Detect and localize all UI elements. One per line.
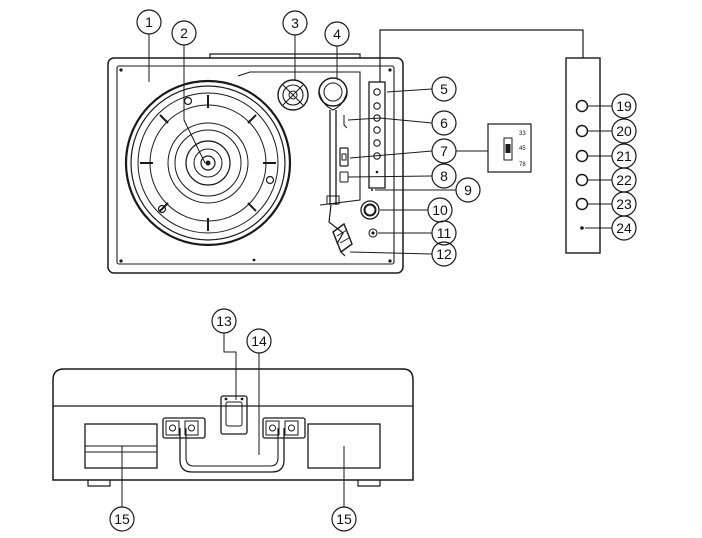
callout-8: 8 [431,163,457,189]
turntable-top-view [107,53,404,274]
svg-text:14: 14 [251,333,267,349]
svg-text:23: 23 [616,196,632,212]
callout-22: 22 [611,167,637,193]
carry-handle [179,428,285,473]
platter [124,79,292,247]
speed-option-45: 45 [519,146,526,152]
callout-4: 4 [324,21,350,47]
leader-lines [121,34,612,507]
svg-text:7: 7 [440,143,448,159]
callout-5: 5 [431,76,457,102]
cartridge [332,222,353,257]
callout-23: 23 [611,191,637,217]
speed-option-33: 33 [519,131,526,137]
callout-1: 1 [136,9,162,35]
adapter-holder [277,79,309,111]
svg-text:8: 8 [440,168,448,184]
callout-19: 19 [611,93,637,119]
volume-knob [360,200,380,220]
callout-12: 12 [431,241,457,267]
svg-text:5: 5 [440,81,448,97]
speaker-left [84,423,158,469]
svg-text:11: 11 [437,225,452,241]
svg-text:19: 19 [616,98,632,114]
callout-24: 24 [611,215,637,241]
case-latch [220,395,248,435]
svg-text:15: 15 [336,511,352,527]
svg-text:10: 10 [432,202,448,218]
callout-13: 13 [211,308,237,334]
svg-text:12: 12 [436,246,452,262]
speed-option-78: 78 [519,162,526,168]
power-indicator [368,228,378,238]
callouts: 1 2 3 4 5 6 7 8 9 10 11 12 13 14 15 15 1… [109,9,637,532]
callout-21: 21 [611,143,637,169]
callout-15-right: 15 [331,506,357,532]
svg-text:6: 6 [440,115,448,131]
callout-7: 7 [431,138,457,164]
svg-text:2: 2 [180,25,188,41]
callout-14: 14 [246,328,272,354]
callout-3: 3 [282,10,308,36]
callout-2: 2 [171,20,197,46]
callout-11: 11 [431,220,457,246]
svg-text:15: 15 [114,511,130,527]
tonearm [318,77,348,245]
callout-9: 9 [455,177,481,203]
svg-text:4: 4 [333,26,341,42]
control-strip [368,81,386,189]
svg-text:22: 22 [616,172,632,188]
callout-6: 6 [431,110,457,136]
callout-20: 20 [611,118,637,144]
svg-text:24: 24 [616,220,632,236]
callout-15-left: 15 [109,506,135,532]
svg-text:13: 13 [216,313,232,329]
svg-text:3: 3 [291,15,299,31]
callout-10: 10 [427,197,453,223]
svg-text:20: 20 [616,123,632,139]
svg-text:1: 1 [145,14,153,30]
svg-text:9: 9 [464,182,472,198]
arm-rest [339,115,349,183]
hinge-right [262,417,306,439]
side-panel [379,29,601,254]
svg-text:21: 21 [616,148,632,164]
speed-selector-inset: 33 45 78 [487,123,532,173]
hinge-left [162,417,206,439]
case-front-view [52,368,414,487]
